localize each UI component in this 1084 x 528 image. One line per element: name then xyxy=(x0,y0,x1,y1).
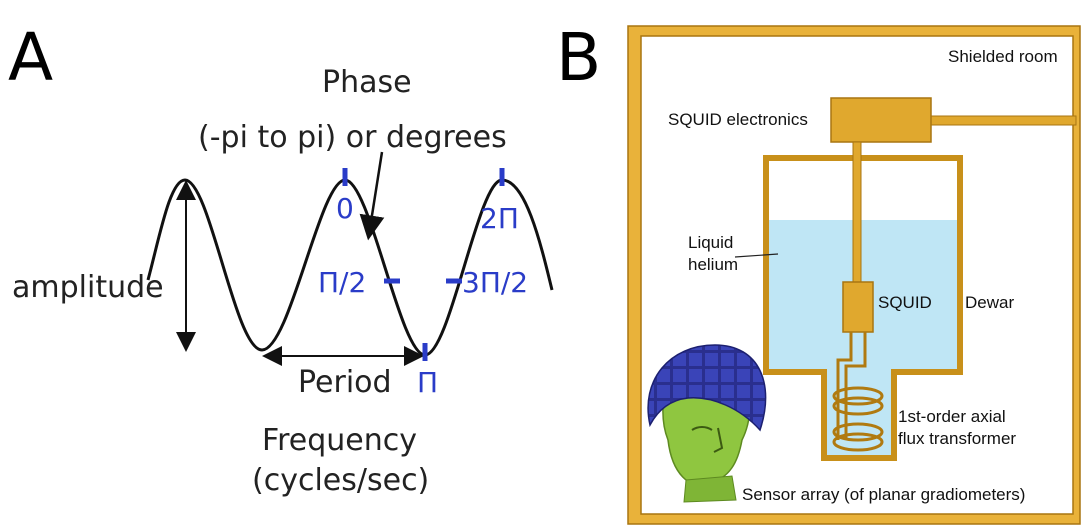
frequency-label: Frequency xyxy=(262,423,417,458)
liquid-helium-label-2: helium xyxy=(688,255,738,274)
phase-mark-pi: Π xyxy=(417,366,438,399)
liquid-helium-pointer xyxy=(734,253,779,258)
liquid-helium xyxy=(769,220,957,455)
squid-sensor xyxy=(842,281,874,333)
squid-label: SQUID xyxy=(878,293,932,312)
dewar-label: Dewar xyxy=(965,293,1014,312)
sensor-array-label: Sensor array (of planar gradiometers) xyxy=(742,485,1025,504)
amplitude-label: amplitude xyxy=(12,270,164,305)
flux-transformer-coils xyxy=(832,386,884,452)
phase-ticks xyxy=(342,168,505,361)
squid-cable xyxy=(852,141,862,283)
period-label: Period xyxy=(298,365,392,400)
neck xyxy=(683,475,737,503)
phase-range: (-pi to pi) or degrees xyxy=(198,120,507,155)
phase-mark-2pi: 2Π xyxy=(480,202,519,235)
head-with-sensor-helmet xyxy=(647,344,767,503)
panel-b: B Shielded room SQUID electronics Liquid… xyxy=(556,19,1081,525)
panel-a: A Phase (-pi to pi) or degrees amplitude… xyxy=(8,19,554,498)
shielded-room-label: Shielded room xyxy=(948,47,1058,66)
squid-electronics-box xyxy=(830,97,932,143)
panel-a-letter: A xyxy=(8,19,53,96)
phase-mark-0: 0 xyxy=(336,192,354,225)
squid-electronics-label: SQUID electronics xyxy=(668,110,808,129)
phase-pointer-arrow xyxy=(359,151,385,241)
phase-mark-pi-half: Π/2 xyxy=(318,266,366,299)
sensor-helmet xyxy=(647,344,767,432)
phase-title: Phase xyxy=(322,65,412,100)
phase-mark-3pi-half: 3Π/2 xyxy=(462,266,528,299)
flux-transformer-label-1: 1st-order axial xyxy=(898,407,1006,426)
liquid-helium-label-1: Liquid xyxy=(688,233,733,252)
frequency-unit: (cycles/sec) xyxy=(252,463,429,498)
flux-transformer-label-2: flux transformer xyxy=(898,429,1016,448)
panel-b-letter: B xyxy=(556,19,601,96)
external-cable xyxy=(930,115,1077,126)
